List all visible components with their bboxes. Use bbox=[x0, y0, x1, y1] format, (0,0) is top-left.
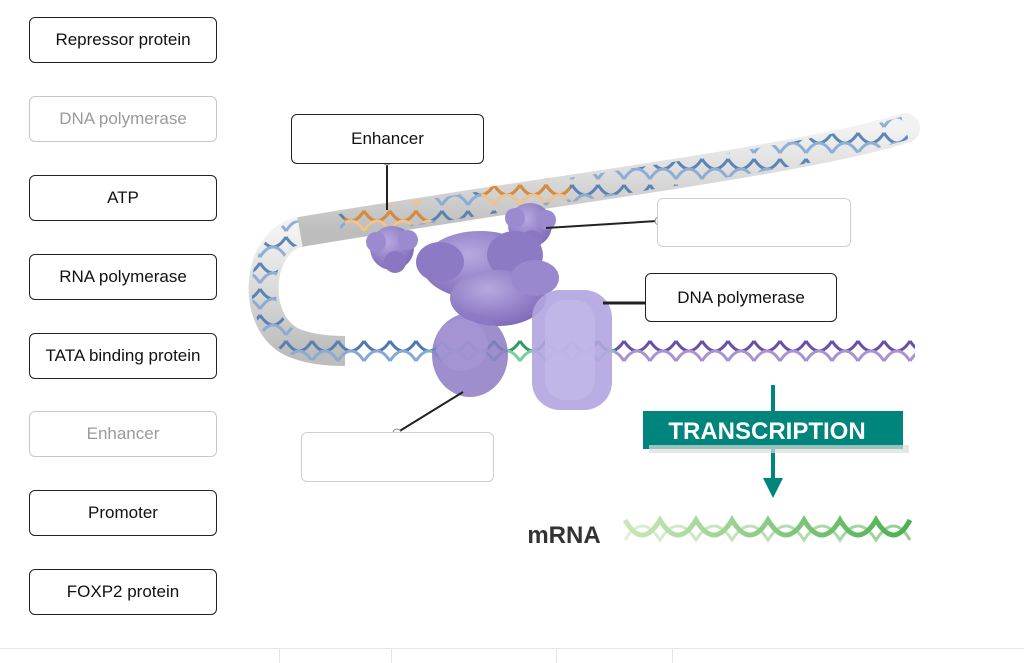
bank-item-repressor-protein[interactable]: Repressor protein bbox=[29, 17, 217, 63]
drop-target-dna-polymerase[interactable]: DNA polymerase bbox=[645, 273, 837, 322]
leader-upper-right bbox=[545, 220, 658, 229]
mrna-label: mRNA bbox=[527, 522, 600, 549]
rna-polymerase-complex bbox=[532, 290, 612, 410]
bank-item-atp[interactable]: ATP bbox=[29, 175, 217, 221]
transcription-label-box bbox=[643, 411, 903, 449]
bank-item-promoter[interactable]: Promoter bbox=[29, 490, 217, 536]
bank-item-enhancer[interactable]: Enhancer bbox=[29, 411, 217, 457]
bottom-divider-tick bbox=[556, 649, 557, 663]
bottom-divider-tick bbox=[391, 649, 392, 663]
enhancer-segment-1 bbox=[343, 198, 432, 234]
mediator-complex bbox=[416, 231, 559, 326]
tata-binding-complex bbox=[432, 313, 508, 397]
drop-target-lower-left[interactable] bbox=[301, 432, 494, 482]
mrna-strand bbox=[622, 515, 913, 538]
bank-item-tata-binding-protein[interactable]: TATA binding protein bbox=[29, 333, 217, 379]
bottom-divider-tick bbox=[672, 649, 673, 663]
gene-segment bbox=[615, 339, 915, 363]
enhancer-segment-2 bbox=[480, 175, 572, 212]
bank-item-foxp2-protein[interactable]: FOXP2 protein bbox=[29, 569, 217, 615]
leader-lower-left bbox=[397, 391, 464, 433]
bank-item-dna-polymerase[interactable]: DNA polymerase bbox=[29, 96, 217, 142]
bank-item-rna-polymerase[interactable]: RNA polymerase bbox=[29, 254, 217, 300]
transcription-arrow-head bbox=[763, 478, 783, 498]
bottom-divider-tick bbox=[279, 649, 280, 663]
bottom-divider bbox=[0, 648, 1024, 649]
upstream-dna-helix bbox=[345, 339, 430, 363]
drop-target-upper-right[interactable] bbox=[657, 198, 851, 247]
transcription-label: TRANSCRIPTION bbox=[668, 418, 865, 445]
drop-target-enhancer[interactable]: Enhancer bbox=[291, 114, 484, 164]
activator-protein-left bbox=[366, 226, 418, 273]
